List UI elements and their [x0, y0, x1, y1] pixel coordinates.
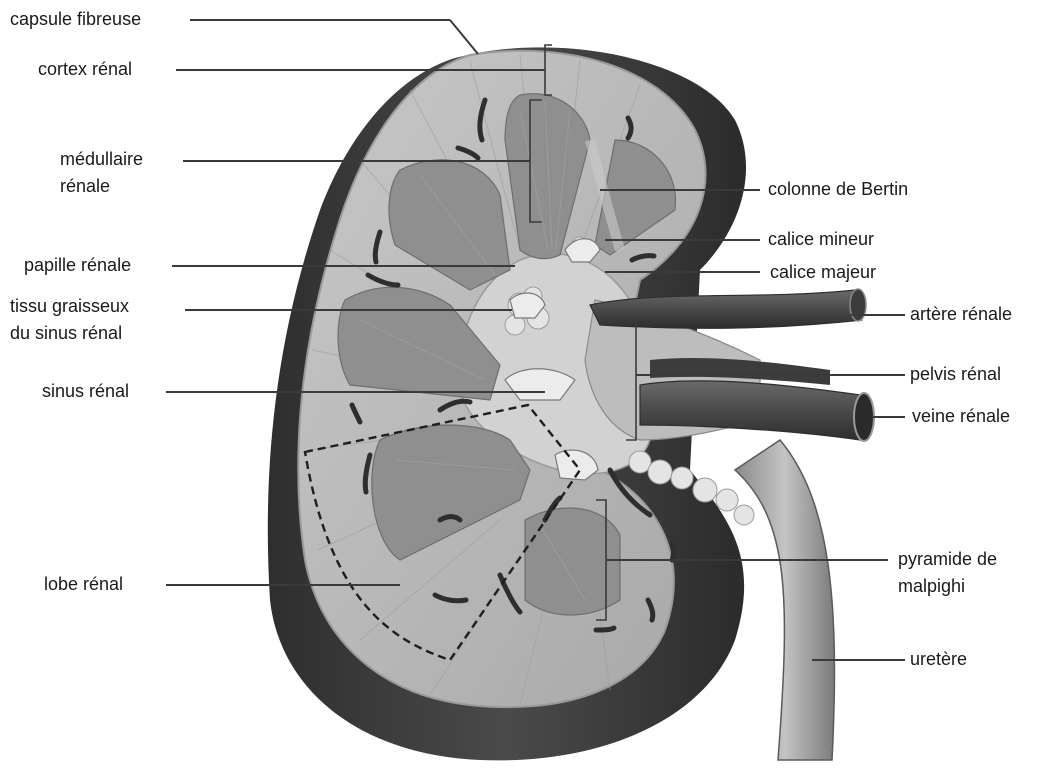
label-veine-renale: veine rénale	[912, 403, 1010, 430]
renal-artery-opening	[850, 289, 866, 321]
label-cortex-renal: cortex rénal	[38, 56, 132, 83]
label-pelvis-renal: pelvis rénal	[910, 361, 1001, 388]
label-tissu-graisseux: tissu graisseux du sinus rénal	[10, 293, 129, 347]
renal-vein-opening	[854, 393, 874, 441]
ureter	[735, 440, 834, 760]
label-medullaire-renale: médullaire rénale	[60, 146, 143, 200]
label-sinus-renal: sinus rénal	[42, 378, 129, 405]
label-calice-mineur: calice mineur	[768, 226, 874, 253]
label-lobe-renal: lobe rénal	[44, 571, 123, 598]
label-capsule-fibreuse: capsule fibreuse	[10, 6, 141, 33]
label-papille-renale: papille rénale	[24, 252, 131, 279]
label-colonne-de-bertin: colonne de Bertin	[768, 176, 908, 203]
label-artere-renale: artère rénale	[910, 301, 1012, 328]
label-calice-majeur: calice majeur	[770, 259, 876, 286]
label-pyramide-de-malpighi: pyramide de malpighi	[898, 546, 997, 600]
label-uretere: uretère	[910, 646, 967, 673]
